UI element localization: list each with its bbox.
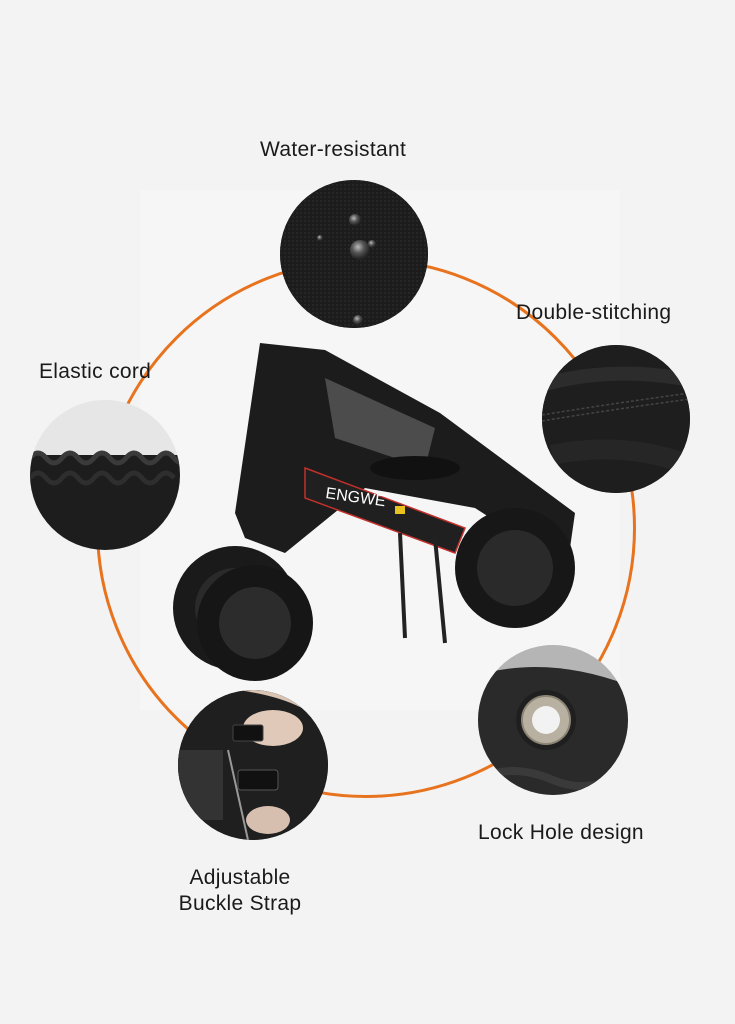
label-buckle-line2: Buckle Strap — [178, 892, 302, 915]
label-elastic-cord: Elastic cord — [39, 360, 152, 383]
stitch-line-icon — [542, 392, 690, 416]
label-buckle-strap: Adjustable Buckle Strap — [170, 865, 310, 917]
label-water-resistant: Water-resistant — [260, 138, 407, 161]
label-double-stitching: Double-stitching — [516, 301, 672, 324]
elastic-cord-detail-image — [30, 400, 180, 550]
buckle-icon — [237, 769, 279, 791]
water-droplet-icon — [349, 214, 361, 226]
buckle-strap-detail-image — [178, 690, 328, 840]
water-resistant-detail-image — [280, 180, 428, 328]
elastic-gather-icon — [30, 450, 180, 466]
double-stitching-detail-image — [542, 345, 690, 493]
label-lock-hole: Lock Hole design — [478, 821, 644, 844]
covered-ebike-product-image: ENGWE — [165, 338, 580, 683]
label-buckle-line1: Adjustable — [189, 866, 291, 889]
